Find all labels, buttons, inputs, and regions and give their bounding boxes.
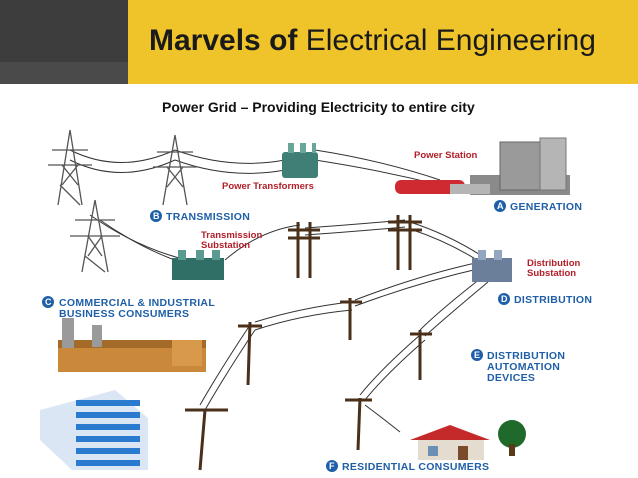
label-transmission-substation-1: Transmission	[201, 230, 262, 241]
label-automation-1: DISTRIBUTION	[487, 350, 565, 362]
label-power-transformers: Power Transformers	[222, 181, 314, 192]
slide-title: Marvels of Electrical Engineering	[149, 24, 596, 58]
badge-f	[326, 460, 338, 472]
power-station-icon	[395, 137, 570, 195]
badge-b	[150, 210, 162, 222]
office-building-icon	[40, 390, 148, 470]
label-generation: GENERATION	[510, 201, 582, 213]
transmission-tower-1	[48, 129, 92, 206]
distribution-substation-icon	[472, 250, 512, 282]
header-dark-block	[0, 0, 128, 62]
badge-a	[494, 200, 506, 212]
transmission-substation-icon	[172, 250, 224, 280]
badge-d	[498, 293, 510, 305]
badge-c-letter: C	[45, 297, 52, 307]
label-distribution-substation-1: Distribution	[527, 258, 580, 269]
badge-e	[471, 349, 483, 361]
title-rest: Electrical Engineering	[305, 24, 596, 57]
badge-a-letter: A	[497, 201, 504, 211]
title-bold: Marvels of	[149, 24, 298, 57]
label-residential: RESIDENTIAL CONSUMERS	[342, 461, 489, 473]
badge-b-letter: B	[153, 211, 160, 221]
label-distribution: DISTRIBUTION	[514, 294, 592, 306]
label-transmission: TRANSMISSION	[166, 211, 250, 223]
tree-icon	[498, 420, 526, 456]
slide-subtitle: Power Grid – Providing Electricity to en…	[162, 99, 475, 115]
header-dark-strip	[0, 62, 128, 84]
house-icon	[410, 425, 490, 460]
label-commercial-1: COMMERCIAL & INDUSTRIAL	[59, 297, 215, 309]
title-bar	[128, 0, 638, 84]
badge-e-letter: E	[474, 350, 480, 360]
factory-icon	[58, 318, 206, 372]
transmission-tower-2	[153, 134, 197, 206]
badge-c	[42, 296, 54, 308]
power-transformer-icon	[282, 143, 318, 178]
label-automation-2: AUTOMATION	[487, 361, 560, 373]
label-automation-3: DEVICES	[487, 372, 535, 384]
label-power-station: Power Station	[414, 150, 478, 161]
label-transmission-substation-2: Substation	[201, 240, 250, 251]
badge-d-letter: D	[501, 294, 508, 304]
label-commercial-2: BUSINESS CONSUMERS	[59, 308, 189, 320]
utility-poles	[185, 215, 432, 471]
transmission-tower-3	[70, 199, 120, 273]
label-distribution-substation-2: Substation	[527, 268, 576, 279]
badge-f-letter: F	[329, 461, 335, 471]
